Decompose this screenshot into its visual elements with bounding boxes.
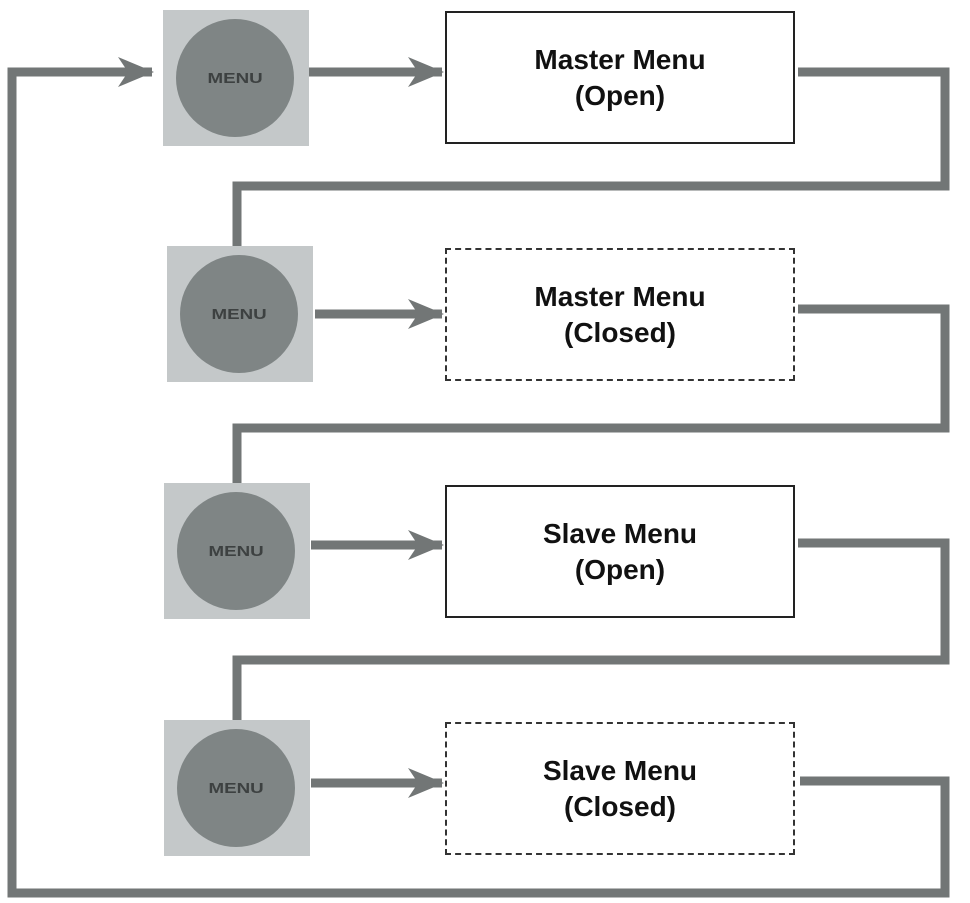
menu-button-circle: MENU xyxy=(176,19,294,137)
state-title: Master Menu xyxy=(534,280,706,312)
state-box-master-open: Master Menu (Open) xyxy=(445,11,795,144)
state-status: (Closed) xyxy=(564,316,676,348)
menu-button-3[interactable]: MENU xyxy=(164,483,310,619)
connector-2-to-3 xyxy=(232,304,950,486)
menu-button-label: MENU xyxy=(207,69,263,87)
menu-button-circle: MENU xyxy=(177,729,295,847)
state-status: (Closed) xyxy=(564,790,676,822)
state-box-slave-closed: Slave Menu (Closed) xyxy=(445,722,795,855)
menu-button-2[interactable]: MENU xyxy=(167,246,313,382)
connector-3-to-4 xyxy=(232,538,950,722)
menu-button-1[interactable]: MENU xyxy=(163,10,309,146)
state-box-slave-open: Slave Menu (Open) xyxy=(445,485,795,618)
state-box-master-closed: Master Menu (Closed) xyxy=(445,248,795,381)
state-title: Master Menu xyxy=(534,43,706,75)
state-status: (Open) xyxy=(574,553,666,585)
menu-button-label: MENU xyxy=(211,305,267,323)
menu-button-4[interactable]: MENU xyxy=(164,720,310,856)
menu-button-circle: MENU xyxy=(177,492,295,610)
state-title: Slave Menu xyxy=(542,517,698,549)
state-title: Slave Menu xyxy=(542,754,698,786)
loop-back-connector xyxy=(7,57,950,898)
menu-button-circle: MENU xyxy=(180,255,298,373)
state-status: (Open) xyxy=(574,79,666,111)
menu-button-label: MENU xyxy=(208,542,264,560)
connector-1-to-2 xyxy=(232,67,950,248)
menu-button-label: MENU xyxy=(208,779,264,797)
